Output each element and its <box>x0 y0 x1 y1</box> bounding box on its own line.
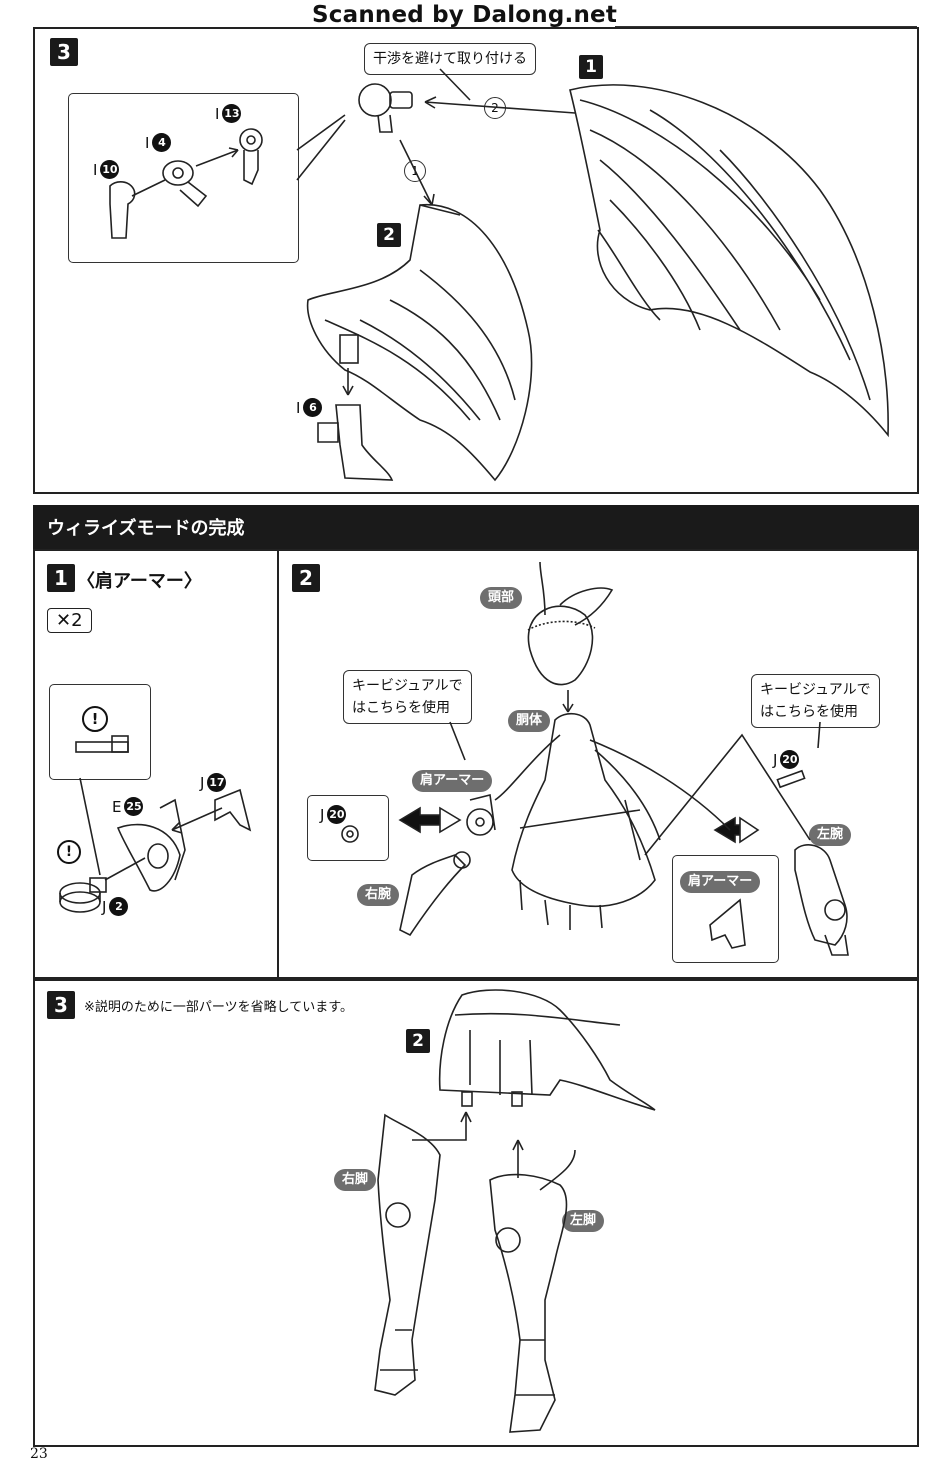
shoulder-armor-label-right: 肩アーマー <box>680 871 761 893</box>
step1-number: 1 <box>47 564 75 592</box>
step3-body-number: 2 <box>406 1029 430 1053</box>
left-leg-label: 左脚 <box>562 1210 605 1232</box>
top-callout: 干渉を避けて取り付ける <box>364 43 536 75</box>
step2-panel <box>277 549 919 979</box>
body-label: 胴体 <box>508 710 551 732</box>
step3-note: ※説明のために一部パーツを省略しています。 <box>84 1000 353 1015</box>
step2-illustration <box>341 561 849 956</box>
shoulder-armor-inset <box>672 855 779 963</box>
step3-number: 3 <box>47 991 75 1019</box>
head-label: 頭部 <box>480 587 523 609</box>
step1-title: 〈肩アーマー〉 <box>77 571 202 592</box>
left-arm-label: 左腕 <box>809 824 852 846</box>
warning-icon: ! <box>82 706 108 732</box>
shoulder-armor-label-left: 肩アーマー <box>412 770 493 792</box>
page-number: 23 <box>30 1446 48 1462</box>
section-title: ウィライズモードの完成 <box>47 518 245 539</box>
top-step-number: 3 <box>50 38 78 66</box>
step3-panel <box>33 979 919 1447</box>
part-inset-j20 <box>307 795 389 861</box>
step1-multiplier: ✕2 <box>47 608 92 633</box>
step2-number: 2 <box>292 564 320 592</box>
section-header-bar <box>33 505 919 549</box>
step2-callout-left: キービジュアルではこちらを使用 <box>343 670 472 724</box>
right-leg-label: 右脚 <box>334 1169 377 1191</box>
step1-illustration <box>59 735 252 913</box>
top-panel <box>33 27 919 494</box>
step1-warning-inset <box>49 684 151 780</box>
step2-callout-right: キービジュアルではこちらを使用 <box>751 674 880 728</box>
watermark: Scanned by Dalong.net <box>312 2 618 28</box>
warning-icon-small: ! <box>57 840 81 864</box>
header-rule <box>615 26 917 28</box>
top-panel-illustration <box>109 68 889 482</box>
wing-main-number: 1 <box>579 55 603 79</box>
right-arm-label: 右腕 <box>357 884 400 906</box>
wing-small-number: 2 <box>377 223 401 247</box>
